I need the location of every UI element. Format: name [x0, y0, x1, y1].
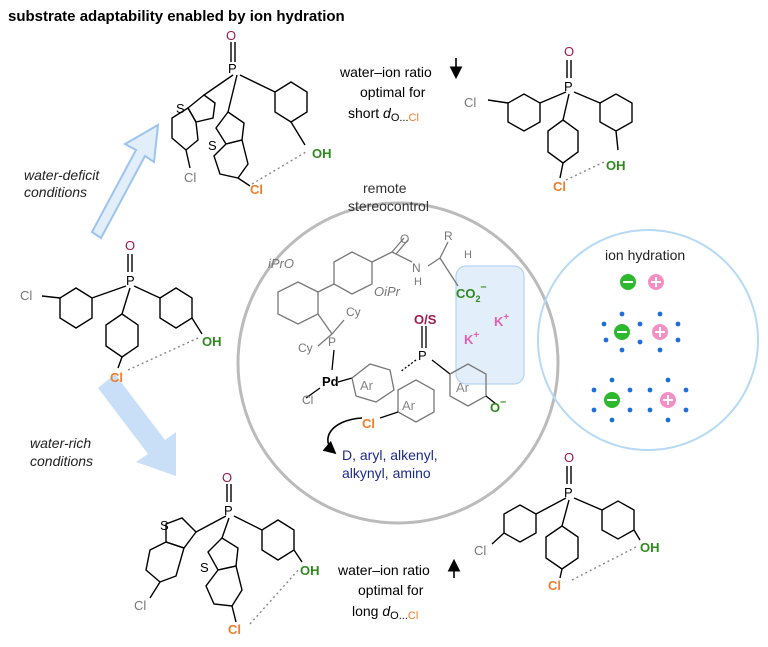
- bottom-left-s2: S: [200, 560, 209, 575]
- hydration-circle: [537, 229, 759, 451]
- deficit-label-2: conditions: [24, 184, 87, 200]
- center-label-1: remote: [363, 180, 407, 196]
- potassium-2: K+: [464, 330, 479, 347]
- bottom-right-p: P: [564, 485, 573, 500]
- ligand-iPrO: iPrO: [268, 256, 294, 271]
- top-left-s1: S: [176, 101, 185, 116]
- substrate-p: P: [126, 273, 135, 288]
- potassium-box: [455, 265, 525, 385]
- ion-pair-3: [591, 377, 689, 423]
- top-right-cl: Cl: [553, 179, 566, 194]
- ligand-r: R: [444, 229, 453, 243]
- ar-1: Ar: [360, 378, 374, 393]
- top-left-oh: OH: [312, 146, 332, 161]
- pd-complex-structure: [305, 326, 497, 423]
- pd-cl: Cl: [302, 393, 313, 407]
- bottom-left-p: P: [224, 503, 233, 518]
- substrate-oh: OH: [202, 334, 222, 349]
- substrate-o: O: [125, 238, 135, 253]
- potassium-1: K+: [494, 312, 509, 329]
- ion-pair-2: [601, 311, 681, 353]
- top-left-s2: S: [208, 138, 217, 153]
- central-circle: [236, 201, 560, 525]
- pd-atom: Pd: [322, 374, 339, 389]
- bottom-left-o: O: [222, 470, 232, 485]
- ligand-structure: [277, 237, 459, 347]
- svg-text:short dO...Cl: short dO...Cl: [348, 105, 419, 124]
- scheme-title: substrate adaptability enabled by ion hy…: [8, 8, 345, 25]
- bottom-right-cl: Cl: [548, 578, 561, 593]
- ion-pair-1: [620, 274, 664, 290]
- bottom-left-cl-gray: Cl: [134, 598, 146, 613]
- center-label-2: stereocontrol: [348, 198, 429, 214]
- rich-label-2: conditions: [30, 453, 93, 469]
- product-bottom-right-structure: [491, 466, 641, 581]
- svg-text:water–ion ratio: water–ion ratio: [337, 562, 430, 578]
- bottom-right-oh: OH: [640, 540, 660, 555]
- substrate-cl-gray: Cl: [20, 288, 32, 303]
- phenoxide-o: O–: [490, 396, 506, 415]
- top-right-cl-gray: Cl: [464, 95, 476, 110]
- ligand-cy2: Cy: [298, 341, 313, 355]
- top-right-o: O: [564, 44, 574, 59]
- ligand-h2: H: [464, 249, 472, 261]
- bottom-right-cl-gray: Cl: [474, 543, 486, 558]
- o-s-label: O/S: [414, 312, 437, 327]
- svg-text:long dO...Cl: long dO...Cl: [352, 603, 418, 622]
- center-cl: Cl: [362, 416, 375, 431]
- rich-label-1: water-rich: [30, 435, 91, 451]
- carboxylate: CO2–: [456, 281, 487, 304]
- products-line-2: alkynyl, amino: [342, 465, 431, 481]
- products-line-1: D, aryl, alkenyl,: [342, 447, 438, 463]
- ligand-p: P: [328, 335, 336, 349]
- curved-arrow: [322, 417, 363, 455]
- top-left-o: O: [226, 28, 236, 43]
- bottom-left-s1: S: [160, 518, 169, 533]
- arrow-to-water-deficit: [90, 123, 160, 240]
- top-left-cl-gray: Cl: [184, 170, 196, 185]
- center-p: P: [418, 348, 427, 363]
- svg-text:optimal for: optimal for: [360, 84, 426, 100]
- ratio-top: water–ion ratio optimal for short dO...C…: [339, 58, 463, 124]
- top-left-p: P: [228, 61, 237, 76]
- ligand-OiPr: OiPr: [374, 284, 401, 299]
- ligand-o: O: [400, 232, 409, 246]
- product-top-right-structure: [487, 60, 633, 181]
- bottom-left-cl: Cl: [228, 622, 241, 637]
- ratio-bottom: water–ion ratio optimal for long dO...Cl: [337, 558, 461, 622]
- svg-text:optimal for: optimal for: [358, 582, 424, 598]
- ligand-n: N: [412, 261, 421, 275]
- deficit-label-1: water-deficit: [24, 167, 100, 183]
- ar-2: Ar: [456, 380, 470, 395]
- top-left-cl: Cl: [250, 182, 263, 197]
- top-right-p: P: [564, 79, 573, 94]
- product-top-left-structure: [171, 42, 308, 187]
- arrow-to-water-rich: [98, 374, 176, 476]
- top-right-oh: OH: [606, 158, 626, 173]
- product-bottom-left-structure: [145, 484, 303, 625]
- ar-3: Ar: [402, 398, 416, 413]
- ligand-cy1: Cy: [346, 305, 361, 319]
- ligand-h: H: [414, 276, 422, 288]
- substrate-cl: Cl: [110, 370, 123, 385]
- substrate-structure: [41, 254, 203, 371]
- bottom-left-oh: OH: [300, 563, 320, 578]
- svg-text:water–ion ratio: water–ion ratio: [339, 64, 432, 80]
- hydration-label: ion hydration: [605, 247, 685, 263]
- bottom-right-o: O: [564, 450, 574, 465]
